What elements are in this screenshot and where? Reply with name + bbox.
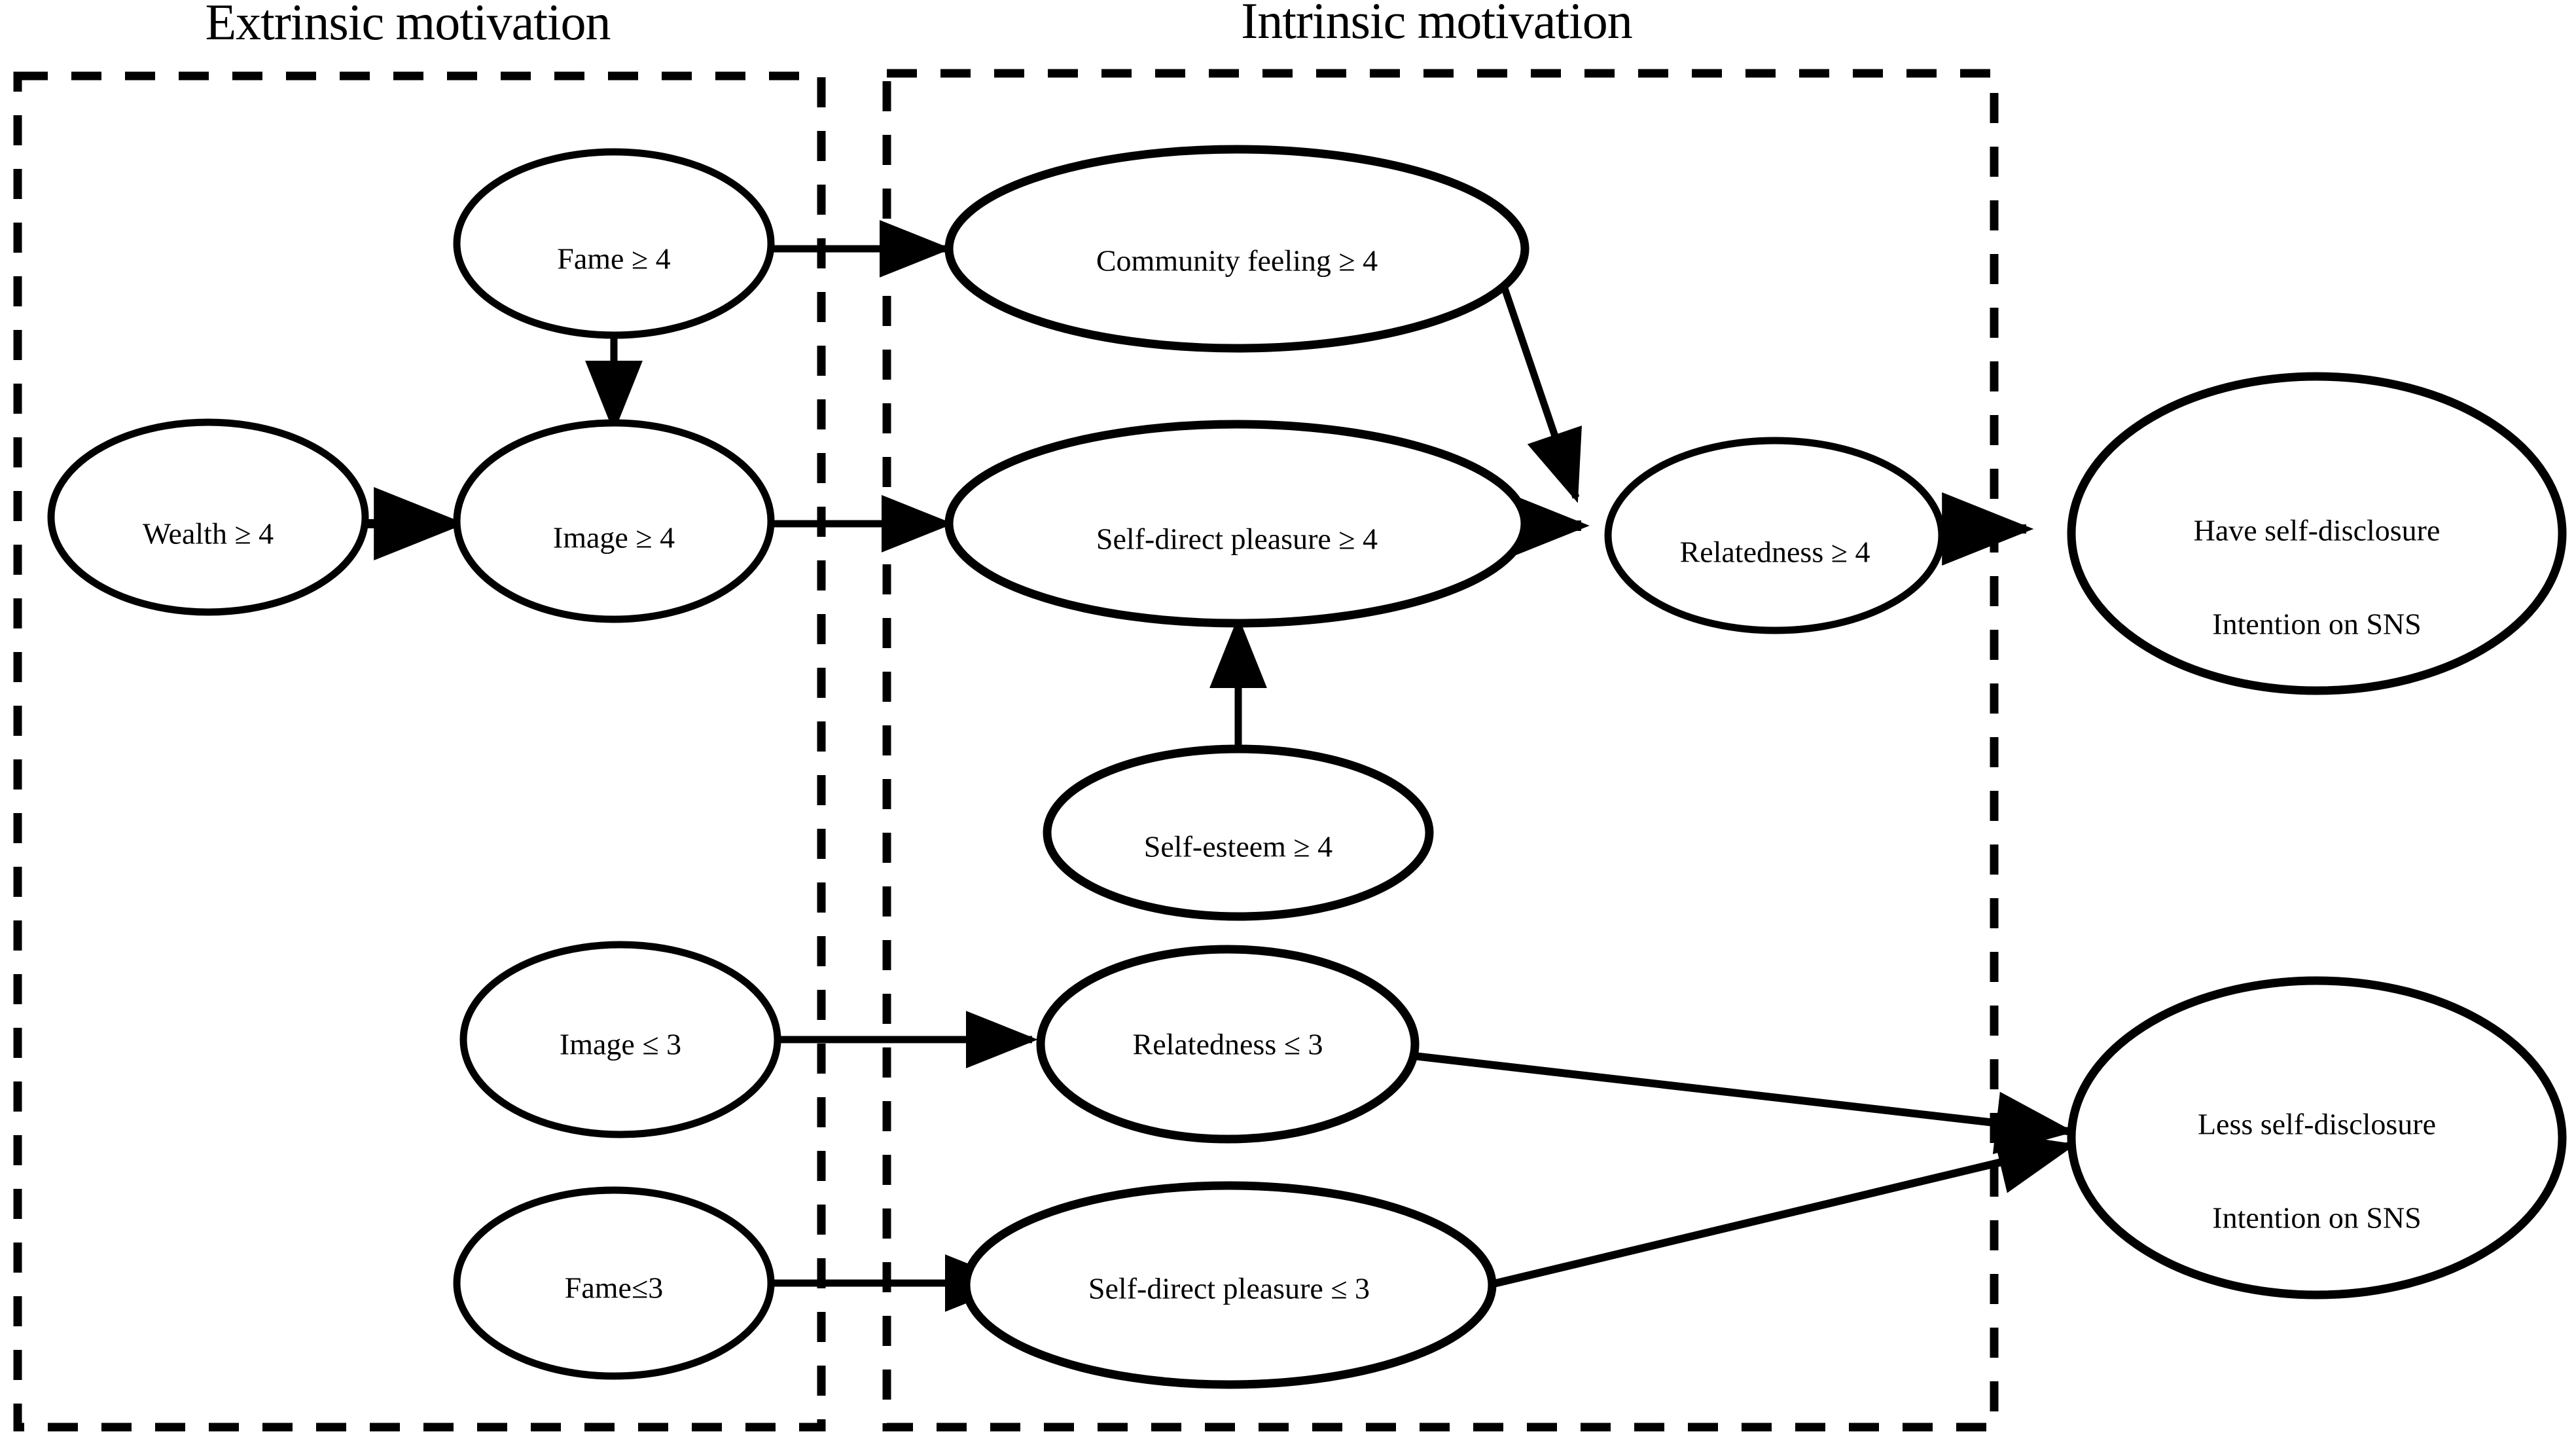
node-wealth-ge4[interactable]: Wealth ≥ 4 <box>47 418 369 616</box>
group-title-intrinsic: Intrinsic motivation <box>1241 0 1632 49</box>
node-label-relatedness-le3: Relatedness ≤ 3 <box>1133 1028 1323 1061</box>
node-label-have-self-disclosure-line2: Intention on SNS <box>2212 608 2421 641</box>
node-fame-le3[interactable]: Fame≤3 <box>453 1186 775 1380</box>
node-relatedness-le3[interactable]: Relatedness ≤ 3 <box>1036 945 1420 1144</box>
node-self-direct-pleasure-le3[interactable]: Self-direct pleasure ≤ 3 <box>961 1181 1497 1389</box>
node-fame-ge4[interactable]: Fame ≥ 4 <box>453 148 775 339</box>
node-have-self-disclosure[interactable]: Have self-disclosure Intention on SNS <box>2067 372 2567 695</box>
node-self-esteem-ge4[interactable]: Self-esteem ≥ 4 <box>1043 744 1434 921</box>
node-community-feeling-ge4[interactable]: Community feeling ≥ 4 <box>944 145 1530 353</box>
intrinsic-motivation-box <box>882 69 1999 1432</box>
node-less-self-disclosure[interactable]: Less self-disclosure Intention on SNS <box>2067 976 2567 1299</box>
node-image-ge4[interactable]: Image ≥ 4 <box>453 419 775 623</box>
edge-self-direct-pleasure-le3-to-less-self-disclosure <box>1490 1132 2077 1288</box>
node-label-image-le3: Image ≤ 3 <box>560 1028 681 1061</box>
node-label-fame-ge4: Fame ≥ 4 <box>557 242 670 276</box>
node-label-wealth-ge4: Wealth ≥ 4 <box>143 517 274 551</box>
node-label-community-feeling-ge4: Community feeling ≥ 4 <box>1096 244 1378 278</box>
node-relatedness-ge4[interactable]: Relatedness ≥ 4 <box>1604 437 1946 634</box>
node-label-self-direct-pleasure-ge4: Self-direct pleasure ≥ 4 <box>1096 522 1378 556</box>
node-label-less-self-disclosure-line1: Less self-disclosure <box>2198 1108 2436 1141</box>
node-self-direct-pleasure-ge4[interactable]: Self-direct pleasure ≥ 4 <box>944 420 1530 628</box>
node-image-le3[interactable]: Image ≤ 3 <box>459 941 781 1138</box>
node-label-less-self-disclosure-line2: Intention on SNS <box>2212 1201 2421 1235</box>
node-label-fame-le3: Fame≤3 <box>565 1271 663 1305</box>
node-label-image-ge4: Image ≥ 4 <box>553 521 675 554</box>
node-label-relatedness-ge4: Relatedness ≥ 4 <box>1680 535 1870 569</box>
node-label-self-direct-pleasure-le3: Self-direct pleasure ≤ 3 <box>1088 1272 1370 1305</box>
node-label-have-self-disclosure-line1: Have self-disclosure <box>2194 514 2441 547</box>
node-label-self-esteem-ge4: Self-esteem ≥ 4 <box>1144 830 1333 863</box>
group-title-extrinsic: Extrinsic motivation <box>205 0 610 50</box>
edge-relatedness-le3-to-less-self-disclosure <box>1408 1051 2075 1155</box>
extrinsic-motivation-box <box>13 71 826 1432</box>
